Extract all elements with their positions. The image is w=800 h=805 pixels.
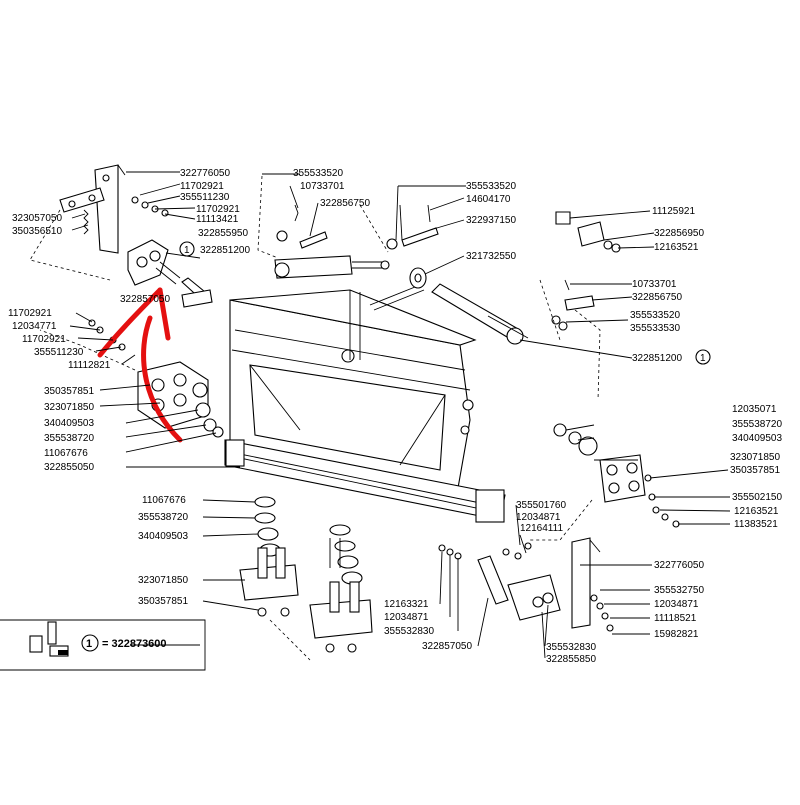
label-322855050: 322855050 [44, 462, 94, 473]
label-322856750-b: 322856750 [632, 292, 682, 303]
label-322851200-a: 322851200 [200, 245, 250, 256]
label-12035071: 12035071 [732, 404, 777, 415]
label-323057050: 323057050 [12, 213, 62, 224]
label-10733701-a: 10733701 [300, 181, 345, 192]
bottom-right-bracket [438, 534, 614, 632]
label-11702921-c: 11702921 [8, 308, 52, 319]
label-322856750-a: 322856750 [320, 198, 370, 209]
callout-marker-b: 1 [695, 349, 711, 365]
label-355501760: 355501760 [516, 500, 566, 511]
label-11118521: 11118521 [654, 613, 697, 624]
label-355532830-a: 355532830 [384, 626, 434, 637]
label-11383521: 11383521 [734, 519, 778, 530]
label-350357851-a: 350357851 [44, 386, 94, 397]
label-11067676-a: 11067676 [44, 448, 88, 459]
top-left-bracket [59, 164, 211, 303]
label-355533530: 355533530 [630, 323, 680, 334]
bottom-left-blocks [239, 496, 373, 653]
label-340409503-c: 340409503 [138, 531, 188, 542]
label-12034871-c: 12034871 [654, 599, 699, 610]
label-12164111: 12164111 [520, 523, 563, 534]
label-322937150: 322937150 [466, 215, 516, 226]
label-11125921: 11125921 [652, 206, 695, 217]
label-12163321: 12163321 [384, 599, 429, 610]
highlight-arrow [97, 287, 183, 443]
label-355533520-b: 355533520 [466, 181, 516, 192]
legend-text: = 322873600 [102, 638, 167, 650]
label-355538720-c: 355538720 [138, 512, 188, 523]
svg-text:1: 1 [184, 245, 190, 256]
label-355533520-c: 355533520 [630, 310, 680, 321]
label-11112821: 11112821 [68, 360, 111, 371]
label-355532830-b: 355532830 [546, 642, 596, 653]
leader-lines [69, 171, 731, 659]
right-cylinder [431, 211, 621, 345]
label-11702921-b: 11702921 [196, 204, 240, 215]
label-323071850-c: 323071850 [138, 575, 188, 586]
label-355511230-b: 355511230 [34, 347, 84, 358]
label-350357851-c: 350357851 [138, 596, 188, 607]
legend-block-icon [29, 635, 43, 653]
label-322855850: 322855850 [546, 654, 596, 665]
callout-marker-a: 1 [179, 241, 195, 257]
label-322856950: 322856950 [654, 228, 704, 239]
svg-text:1: 1 [700, 353, 706, 364]
label-321732550: 321732550 [466, 251, 516, 262]
label-323071850-a: 323071850 [44, 402, 94, 413]
label-322857050-b: 322857050 [422, 641, 472, 652]
label-11702921-d: 11702921 [22, 334, 66, 345]
assembly-guides [29, 175, 601, 661]
label-12034871-b: 12034871 [384, 612, 429, 623]
svg-text:1: 1 [86, 638, 92, 650]
label-12034771: 12034771 [12, 321, 57, 332]
label-355511230-a: 355511230 [180, 192, 230, 203]
label-340409503-a: 340409503 [44, 418, 94, 429]
label-350357851-b: 350357851 [730, 465, 780, 476]
label-322851200-b: 322851200 [632, 353, 682, 364]
label-12163521-a: 12163521 [654, 242, 699, 253]
label-322857050-a: 322857050 [120, 294, 170, 305]
label-340409503-b: 340409503 [732, 433, 782, 444]
label-12034871-a: 12034871 [516, 512, 561, 523]
label-12163521-b: 12163521 [734, 506, 779, 517]
label-355533520-a: 355533520 [293, 168, 343, 179]
label-322776050-b: 322776050 [654, 560, 704, 571]
label-322776050-a: 322776050 [180, 168, 230, 179]
label-323071850-b: 323071850 [730, 452, 780, 463]
legend-box: 1 = 322873600 [0, 619, 206, 671]
label-350356510: 350356510 [12, 226, 62, 237]
legend-pin-icon [47, 621, 57, 645]
label-322855950: 322855950 [198, 228, 248, 239]
top-center-cylinder [274, 204, 439, 289]
label-11067676-b: 11067676 [142, 495, 186, 506]
right-mount-plate [553, 423, 680, 528]
main-frame [224, 284, 506, 523]
label-355538720-b: 355538720 [732, 419, 782, 430]
label-355532750: 355532750 [654, 585, 704, 596]
label-15982821: 15982821 [654, 629, 699, 640]
legend-marker: 1 [81, 634, 99, 652]
label-355538720-a: 355538720 [44, 433, 94, 444]
label-11702921-a: 11702921 [180, 181, 224, 192]
label-10733701-b: 10733701 [632, 279, 677, 290]
label-11113421: 11113421 [196, 214, 239, 225]
label-355502150: 355502150 [732, 492, 782, 503]
label-14604170: 14604170 [466, 194, 511, 205]
part-labels: 322776050 11702921 355511230 11702921 11… [8, 168, 782, 665]
